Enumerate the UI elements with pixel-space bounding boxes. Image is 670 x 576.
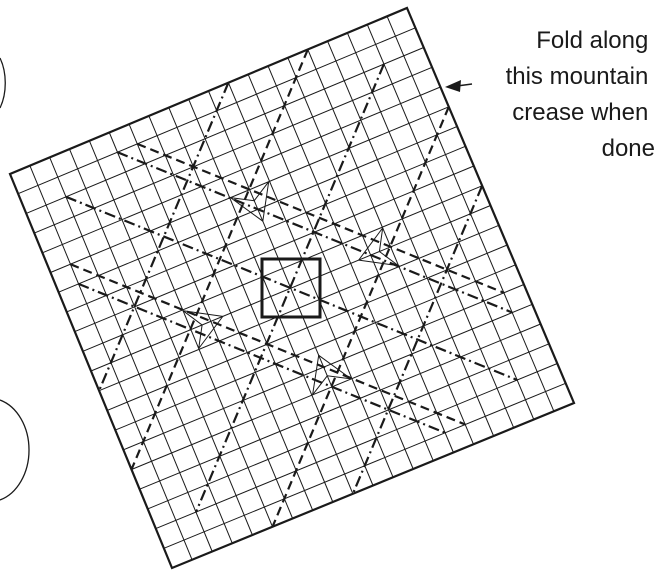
annotation-line-4: done (602, 135, 655, 162)
annotation-label: Fold along this mountain crease when don… (506, 27, 655, 162)
annotation-line-1: Fold along (536, 27, 648, 54)
arrow-motif-left (231, 182, 269, 222)
left-circle-arc-bottom (0, 400, 29, 500)
arrow-motif-top (359, 228, 399, 266)
annotation-pointer-arrowhead (445, 80, 461, 92)
arrow-motif-right (313, 355, 352, 395)
annotation-line-3: crease when (512, 99, 648, 126)
left-circle-arc-top (0, 58, 5, 108)
annotation-line-2: this mountain (506, 63, 649, 90)
rotated-paper-square (10, 8, 574, 568)
grid-lines (18, 16, 566, 560)
arrow-motif-bottom (183, 311, 223, 349)
